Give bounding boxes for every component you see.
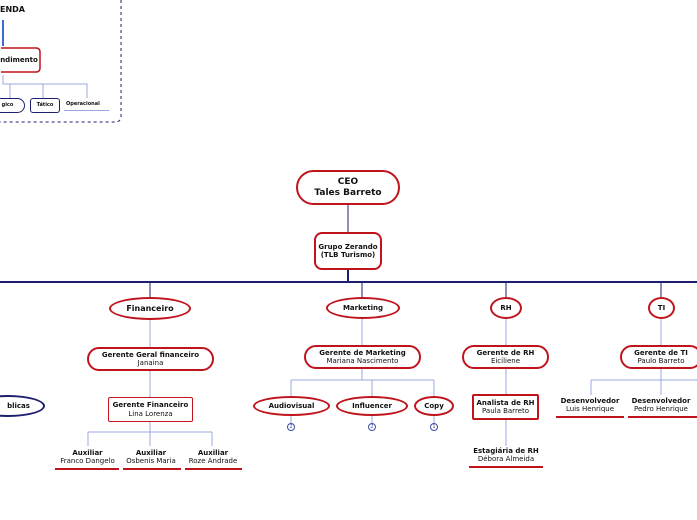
legend-operational-underline bbox=[64, 110, 109, 111]
rh-manager-role: Gerente de RH bbox=[476, 348, 535, 357]
ti-dev-1-underline bbox=[556, 416, 624, 418]
dept-ti[interactable]: TI bbox=[648, 297, 675, 319]
marketing-manager-name: Mariana Nascimento bbox=[326, 357, 399, 365]
marketing-team-influencer[interactable]: Influencer bbox=[336, 396, 408, 416]
financeiro-manager-name: Janaina bbox=[137, 359, 164, 367]
rh-analyst[interactable]: Analista de RH Paula Barreto bbox=[472, 394, 539, 420]
ti-dev-1[interactable]: Desenvolvedor Luis Henrique bbox=[560, 397, 620, 414]
financeiro-sub-manager-role: Gerente Financeiro bbox=[112, 401, 189, 410]
copy-count-badge[interactable]: 1 bbox=[430, 423, 438, 431]
financeiro-staff-1-underline bbox=[55, 468, 119, 470]
financeiro-staff-3-underline bbox=[185, 468, 242, 470]
ti-manager[interactable]: Gerente de TI Paulo Barreto bbox=[620, 345, 697, 369]
legend-item-strategic: gico bbox=[0, 98, 25, 113]
ceo-name: Tales Barreto bbox=[314, 187, 382, 198]
group-line-2: (TLB Turismo) bbox=[320, 251, 376, 259]
influencer-count-badge[interactable]: 2 bbox=[368, 423, 376, 431]
rh-analyst-name: Paula Barreto bbox=[482, 407, 529, 415]
legend-center-label: ndimento bbox=[0, 56, 38, 64]
marketing-manager[interactable]: Gerente de Marketing Mariana Nascimento bbox=[304, 345, 421, 369]
group-node[interactable]: Grupo Zerando (TLB Turismo) bbox=[314, 232, 382, 270]
rh-manager-name: Eiciliene bbox=[490, 357, 521, 365]
financeiro-manager-role: Gerente Geral financeiro bbox=[101, 350, 200, 359]
rh-intern[interactable]: Estagiária de RH Débora Almeida bbox=[473, 447, 539, 464]
legend-item-tactical: Tático bbox=[30, 98, 60, 113]
ti-dev-2[interactable]: Desenvolvedor Pedro Henrique bbox=[631, 397, 691, 414]
ceo-node[interactable]: CEO Tales Barreto bbox=[296, 170, 400, 205]
rh-manager[interactable]: Gerente de RH Eiciliene bbox=[462, 345, 549, 369]
dept-financeiro[interactable]: Financeiro bbox=[109, 297, 191, 320]
ti-dev-2-underline bbox=[628, 416, 697, 418]
rh-analyst-role: Analista de RH bbox=[476, 398, 535, 407]
dept-marketing[interactable]: Marketing bbox=[326, 297, 400, 319]
marketing-team-audiovisual[interactable]: Audiovisual bbox=[253, 396, 330, 416]
financeiro-sub-manager-name: Lina Lorenza bbox=[128, 409, 173, 418]
legend-center-shape bbox=[1, 47, 41, 73]
ti-manager-name: Paulo Barreto bbox=[637, 357, 685, 365]
public-relations-node[interactable]: blicas bbox=[0, 395, 45, 417]
ti-manager-role: Gerente de TI bbox=[634, 348, 688, 357]
dept-rh[interactable]: RH bbox=[490, 297, 522, 319]
financeiro-staff-2[interactable]: Auxiliar Osbenis Maria bbox=[126, 449, 176, 466]
legend-title: ENDA bbox=[0, 5, 25, 14]
financeiro-staff-3[interactable]: Auxiliar Roze Andrade bbox=[188, 449, 238, 466]
group-line-1: Grupo Zerando bbox=[318, 242, 378, 251]
marketing-team-copy[interactable]: Copy bbox=[414, 396, 454, 416]
audiovisual-count-badge[interactable]: 2 bbox=[287, 423, 295, 431]
marketing-manager-role: Gerente de Marketing bbox=[319, 348, 406, 357]
ceo-role: CEO bbox=[337, 177, 359, 188]
financeiro-staff-2-underline bbox=[123, 468, 181, 470]
financeiro-manager[interactable]: Gerente Geral financeiro Janaina bbox=[87, 347, 214, 371]
rh-intern-underline bbox=[469, 466, 543, 468]
legend-item-operational: Operacional bbox=[66, 101, 100, 107]
financeiro-staff-1[interactable]: Auxiliar Franco Dangelo bbox=[60, 449, 115, 466]
financeiro-sub-manager[interactable]: Gerente Financeiro Lina Lorenza bbox=[108, 397, 193, 422]
